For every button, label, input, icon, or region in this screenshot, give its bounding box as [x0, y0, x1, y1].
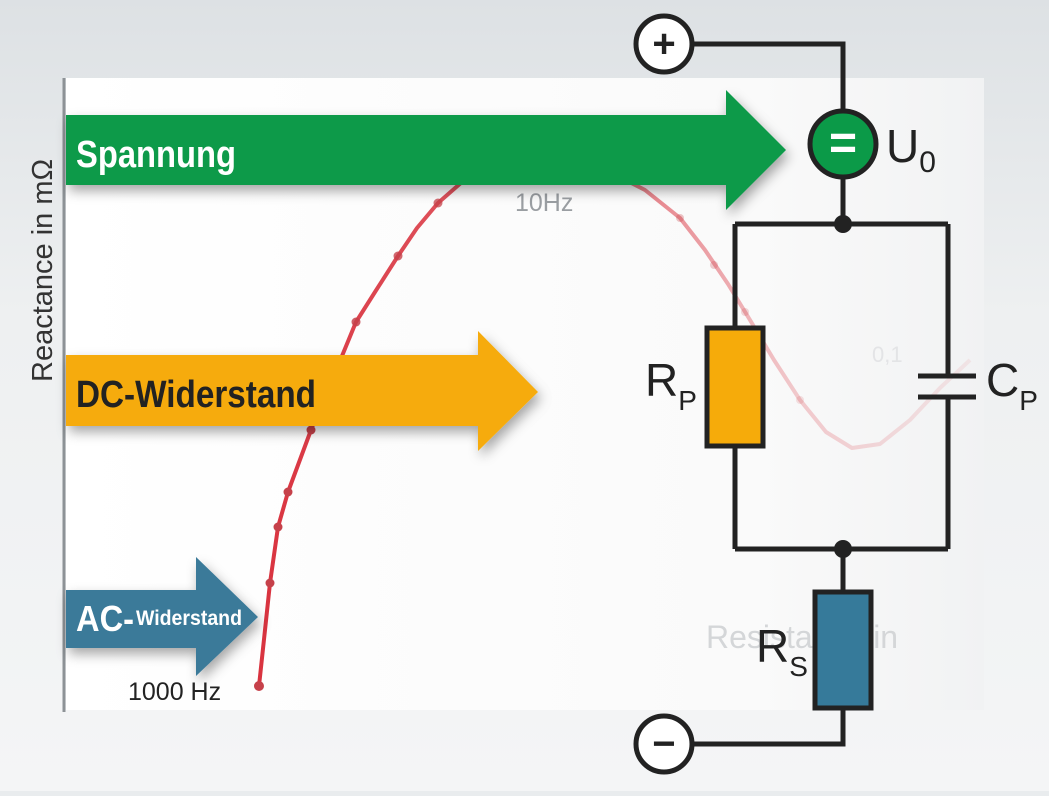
curve-points: [254, 198, 804, 691]
curve-point: [741, 308, 749, 316]
curve-point: [710, 261, 718, 269]
capacitor-cp: CP: [918, 354, 1038, 416]
rs-label-sub: S: [789, 651, 808, 682]
minus-symbol: −: [652, 722, 675, 766]
spannung-arrow: Spannung: [66, 90, 786, 210]
minus-terminal: −: [633, 713, 695, 775]
plus-symbol: +: [652, 22, 675, 66]
dc-arrow: DC-Widerstand: [66, 331, 538, 451]
curve-point: [676, 214, 684, 222]
curve-point: [393, 251, 403, 261]
curve-label-faded: 0,1: [872, 342, 903, 367]
curve-point: [273, 522, 283, 532]
spannung-arrow-label: Spannung: [76, 134, 236, 176]
curve-point: [433, 198, 443, 208]
ac-arrow-label-prefix: AC-: [76, 598, 134, 639]
dc-arrow-shape: [66, 331, 538, 451]
rs-label-main: R: [756, 620, 789, 672]
ac-arrow-label-suffix: Widerstand: [136, 607, 242, 630]
resistor-rs-body: [812, 589, 874, 711]
curve-label-1000hz: 1000 Hz: [128, 678, 221, 706]
wire-plus: [692, 41, 846, 110]
voltage-source-circle: [807, 108, 879, 180]
resistor-rs: RS: [756, 589, 874, 711]
junction-bottom: [834, 540, 852, 558]
curve-label-10hz: 10Hz: [515, 189, 573, 217]
rs-label: RS: [756, 620, 808, 682]
voltage-source-symbol: =: [829, 117, 857, 170]
resistor-rp-body: [704, 325, 766, 449]
voltage-source: = U0: [807, 108, 936, 180]
curve-point: [283, 487, 293, 497]
curve-point: [306, 425, 316, 435]
dc-arrow-label: DC-Widerstand: [76, 374, 316, 416]
resistor-rp: RP: [645, 325, 766, 449]
plus-terminal-circle: [633, 13, 695, 75]
cp-label-main: C: [986, 354, 1019, 406]
rp-label: RP: [645, 354, 697, 416]
spannung-arrow-shape: [66, 90, 786, 210]
minus-terminal-circle: [633, 713, 695, 775]
junction-top: [834, 215, 852, 233]
equivalent-circuit: + − = U0 RP CP RS: [633, 13, 1038, 775]
cp-label: CP: [986, 354, 1038, 416]
curve-point: [796, 396, 804, 404]
ac-arrow-shape: [66, 557, 258, 676]
wire-minus: [692, 708, 846, 747]
y-axis-label: Reactance in mΩ: [27, 159, 59, 382]
u0-label: U0: [886, 120, 936, 179]
rp-label-main: R: [645, 354, 678, 406]
u0-label-main: U: [886, 120, 919, 172]
rp-label-sub: P: [678, 385, 697, 416]
cp-label-sub: P: [1019, 385, 1038, 416]
ac-arrow: AC- Widerstand: [66, 557, 258, 676]
u0-label-sub: 0: [919, 146, 936, 179]
curve-point: [351, 317, 361, 327]
curve-point: [254, 681, 264, 691]
plus-terminal: +: [633, 13, 695, 75]
curve-point: [265, 578, 275, 588]
